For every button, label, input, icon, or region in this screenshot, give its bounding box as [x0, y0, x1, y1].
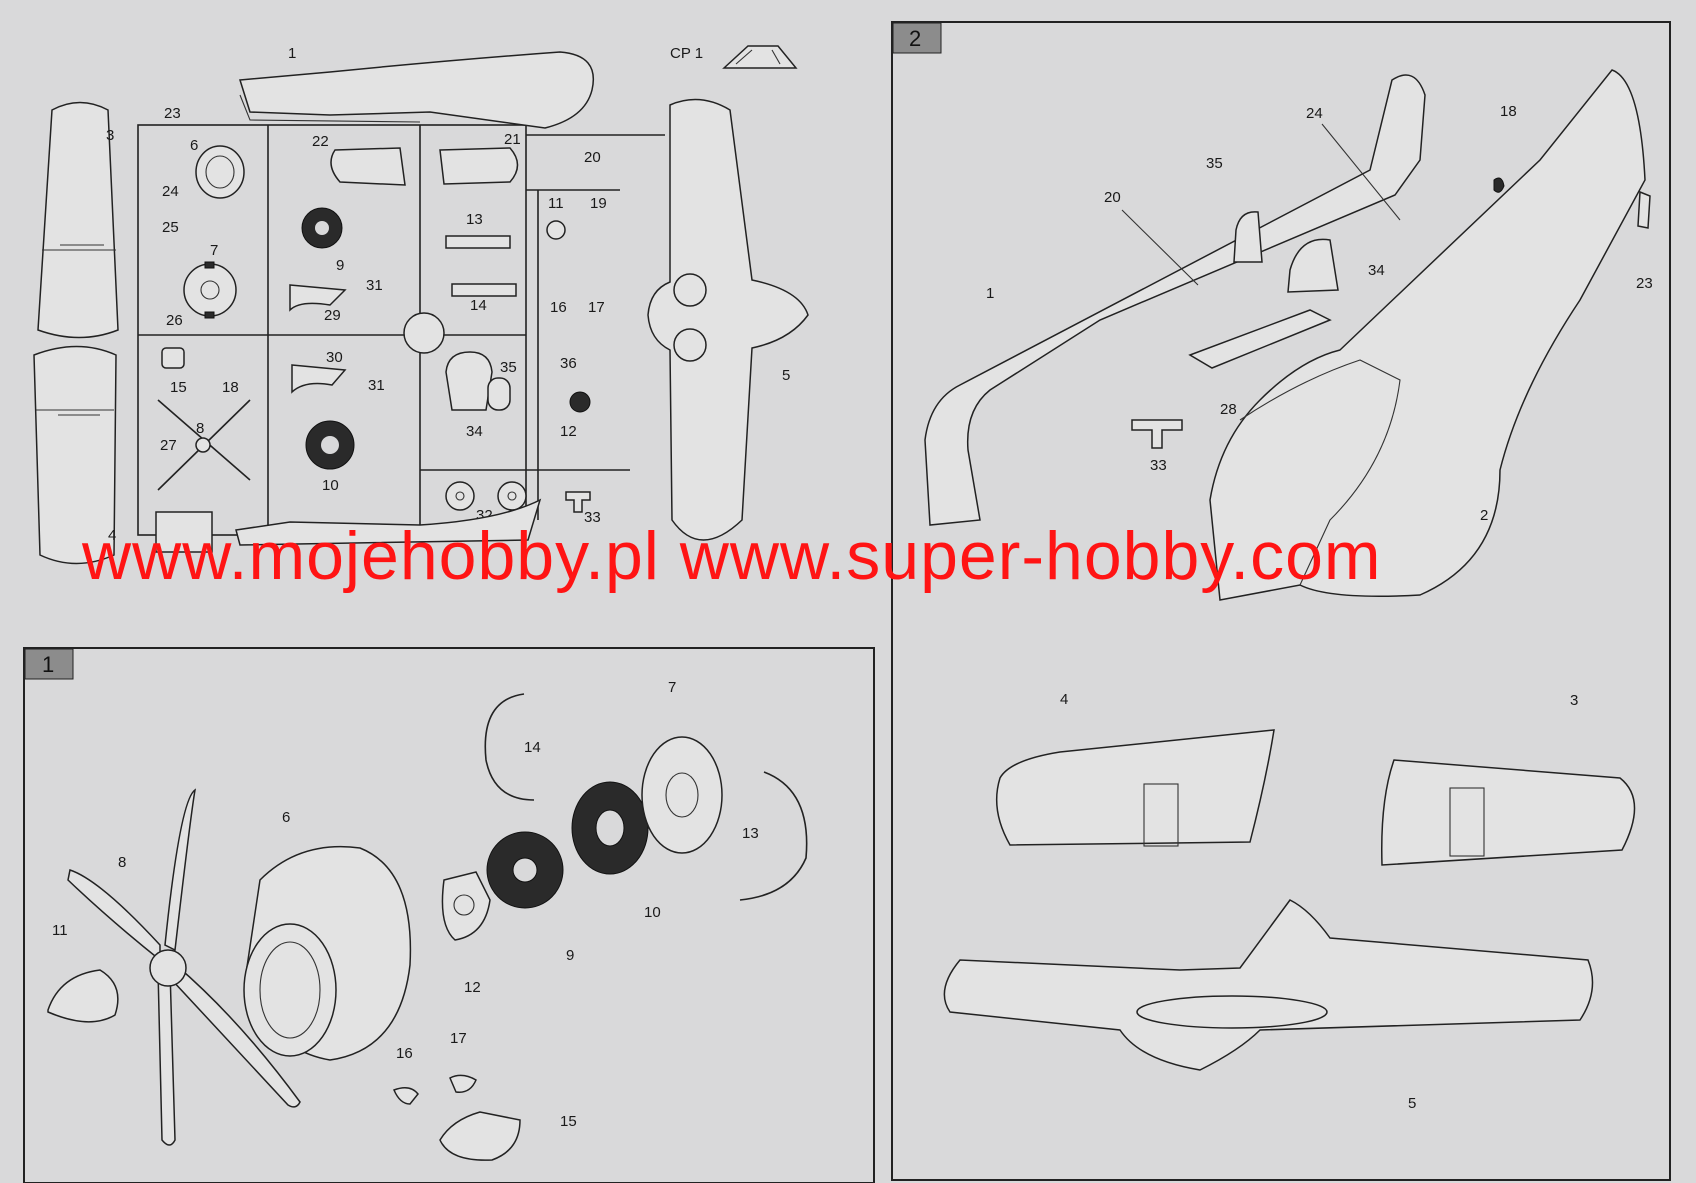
sprue-label-1: 1: [288, 45, 296, 62]
engine-part-9: [486, 831, 564, 909]
spinner-part-11: [47, 969, 119, 1023]
sprue-label-29: 29: [324, 307, 341, 324]
sprue-label-15: 15: [170, 379, 187, 396]
step1-label-10: 10: [644, 904, 661, 921]
mount-part-7: [641, 736, 723, 854]
cowling-part-6: [195, 145, 245, 199]
step-2-number: 2: [909, 26, 921, 51]
sprue-label-5: 5: [782, 367, 790, 384]
sprue-label-36: 36: [560, 355, 577, 372]
step2-label-20: 20: [1104, 189, 1121, 206]
step1-label-6: 6: [282, 809, 290, 826]
step1-label-12: 12: [464, 979, 481, 996]
step2-label-33: 33: [1150, 457, 1167, 474]
engine-part-12: [441, 871, 491, 941]
wing-half-part-4: [33, 345, 117, 565]
sprue-label-3: 3: [106, 127, 114, 144]
sprue-label-16: 16: [550, 299, 567, 316]
sprue-label-8: 8: [196, 420, 204, 437]
propeller-part-8: [67, 788, 301, 1146]
step-2-badge: [892, 22, 942, 54]
sprue-layout: 3 4 1 CP 1 5 6 7 26: [33, 45, 809, 565]
engine-mount-part-7: [183, 263, 237, 317]
step1-label-7: 7: [668, 679, 676, 696]
wing-part-4: [995, 729, 1275, 846]
step-1-number: 1: [42, 652, 54, 677]
sprue-label-10: 10: [322, 477, 339, 494]
wing-part-5: [943, 899, 1594, 1071]
step1-label-11: 11: [52, 922, 68, 939]
cowling-part-6: [243, 845, 412, 1061]
sprue-label-27: 27: [160, 437, 177, 454]
sprue-label-6: 6: [190, 137, 198, 154]
step2-label-28: 28: [1220, 401, 1237, 418]
step1-label-13: 13: [742, 825, 759, 842]
wing-part-3: [1381, 759, 1636, 866]
canopy-part: [722, 45, 798, 69]
sprue-label-26: 26: [166, 312, 183, 329]
fuselage-half-part-1: [239, 51, 594, 129]
sprue-label-23: 23: [164, 105, 181, 122]
sprue-frame: [137, 124, 527, 536]
step2-label-2: 2: [1480, 507, 1488, 524]
sprue-label-9: 9: [336, 257, 344, 274]
canopy-label: CP 1: [670, 45, 703, 62]
step2-label-35: 35: [1206, 155, 1223, 172]
sprue-label-31b: 31: [368, 377, 385, 394]
step2-label-18: 18: [1500, 103, 1517, 120]
step1-label-17: 17: [450, 1030, 467, 1047]
ring-part-14: [484, 693, 535, 801]
sprue-label-4: 4: [108, 527, 116, 544]
lower-wing-part-5: [647, 98, 809, 541]
step1-label-9: 9: [566, 947, 574, 964]
step1-label-15: 15: [560, 1113, 577, 1130]
step-2-frame: [891, 21, 1671, 1181]
sprue-label-17: 17: [588, 299, 605, 316]
step2-label-34: 34: [1368, 262, 1385, 279]
sprue-label-7: 7: [210, 242, 218, 259]
sprue-label-33: 33: [584, 509, 601, 526]
step1-label-14: 14: [524, 739, 541, 756]
watermark-text: www.mojehobby.pl www.super-hobby.com: [82, 518, 1382, 594]
step2-label-4: 4: [1060, 691, 1068, 708]
step-1-frame: [23, 647, 875, 1183]
sprue-gate-hub: [403, 312, 445, 354]
sprue-label-19: 19: [590, 195, 607, 212]
sprue-label-35: 35: [500, 359, 517, 376]
step-2-panel: 2 1 2 35 34 28 33 20 24 18 23 4 3 5: [891, 21, 1671, 1181]
step2-label-23: 23: [1636, 275, 1653, 292]
step1-label-16: 16: [396, 1045, 413, 1062]
sprue-label-14: 14: [470, 297, 487, 314]
sprue-label-20: 20: [584, 149, 601, 166]
fuselage-part-2: [1209, 69, 1646, 601]
step-1-panel: 1 8 11 6 12 9: [23, 647, 875, 1183]
step2-label-24: 24: [1306, 105, 1323, 122]
sprue-label-34: 34: [466, 423, 483, 440]
fuselage-part-1: [924, 74, 1426, 526]
step2-label-3: 3: [1570, 692, 1578, 709]
sprue-label-21: 21: [504, 131, 521, 148]
engine-part-10: [305, 420, 355, 470]
sprue-label-22: 22: [312, 133, 329, 150]
sprue-label-24: 24: [162, 183, 179, 200]
wing-half-part-3: [37, 101, 119, 339]
sprue-label-31a: 31: [366, 277, 383, 294]
sprue-label-30: 30: [326, 349, 343, 366]
step-1-badge: [24, 648, 74, 680]
ring-part-13: [739, 771, 808, 901]
sprue-label-11: 11: [548, 195, 564, 212]
step2-label-5: 5: [1408, 1095, 1416, 1112]
sprue-label-12: 12: [560, 423, 577, 440]
propeller-part-8: [157, 399, 251, 491]
sprue-label-13: 13: [466, 211, 483, 228]
engine-part-9: [301, 207, 343, 249]
sprue-label-25: 25: [162, 219, 179, 236]
engine-part-10: [571, 781, 649, 875]
step1-label-8: 8: [118, 854, 126, 871]
radiator-part-15: [439, 1111, 521, 1161]
step2-label-1: 1: [986, 285, 994, 302]
sprue-label-18: 18: [222, 379, 239, 396]
